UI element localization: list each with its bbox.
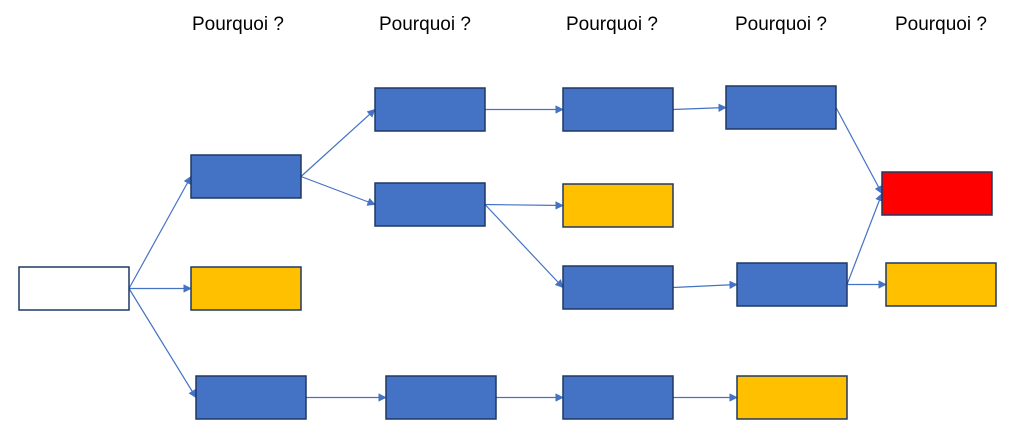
arrow-root-to-c1-top [128,175,192,289]
node-c3-yellow-yellow [562,183,674,228]
header-label-2: Pourquoi ? [379,14,471,35]
nodes-layer [18,85,997,420]
header-row: Pourquoi ? Pourquoi ? Pourquoi ? Pourquo… [192,14,987,35]
node-c2-top-blue [374,87,486,132]
node-c5-red-red [881,171,993,216]
node-c3-mid-blue [562,265,674,310]
header-label-5: Pourquoi ? [895,14,987,35]
node-c3-top-blue [562,87,674,132]
node-c1-bot-blue [195,375,307,420]
node-c2-mid-blue [374,182,486,227]
arrow-c3-mid-to-c4-mid [672,280,738,290]
node-c1-top-blue [190,154,302,199]
arrow-c3-top-to-c4-top [672,103,727,112]
header-label-3: Pourquoi ? [566,14,658,35]
edges-layer [128,103,887,402]
arrow-root-to-c1-bot [128,288,197,399]
node-c5-yellow-yellow [885,262,997,307]
node-c4-top-blue [725,85,837,130]
arrow-c2-mid-to-c3-mid [484,204,564,289]
node-c4-bot-yellow [736,375,848,420]
node-c4-mid-blue [736,262,848,307]
header-label-1: Pourquoi ? [192,14,284,35]
arrow-c2-mid-to-c3-yellow [484,201,564,210]
arrow-c1-top-to-c2-mid [300,175,376,206]
node-root-white [18,266,130,311]
arrow-c1-top-to-c2-top [300,108,376,177]
node-c3-bot-blue [562,375,674,420]
arrow-c4-top-to-c5-red [835,107,883,195]
node-c1-mid-yellow [190,266,302,311]
node-c2-bot-blue [385,375,497,420]
arrow-c4-mid-to-c5-red [846,192,884,285]
header-label-4: Pourquoi ? [735,14,827,35]
